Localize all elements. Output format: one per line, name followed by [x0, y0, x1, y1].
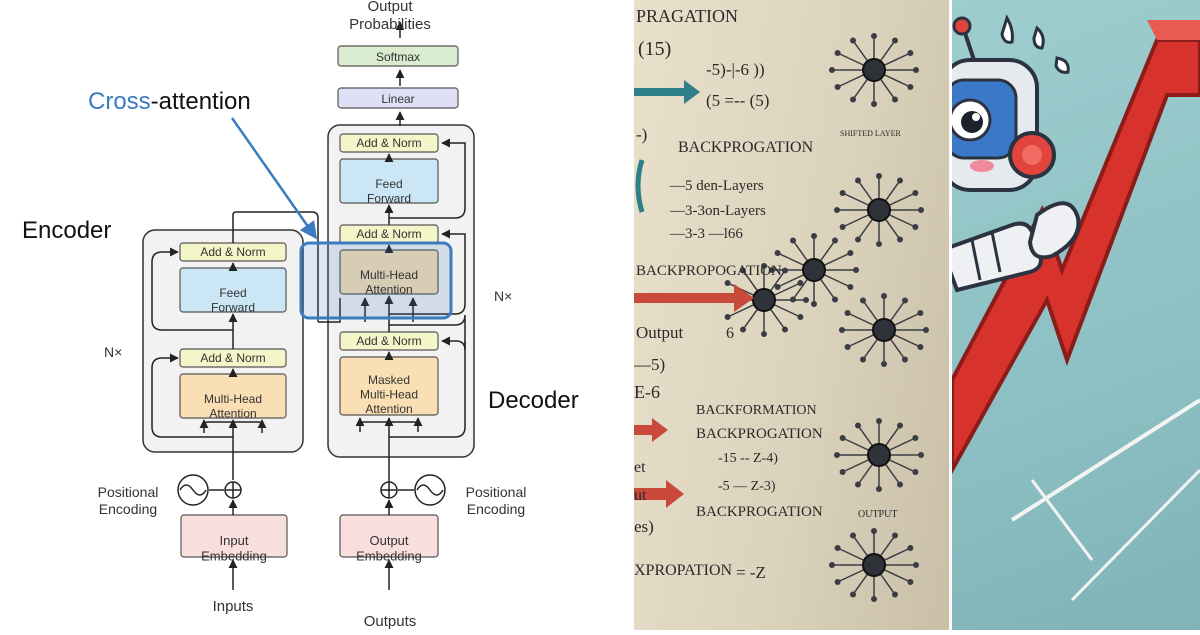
- softmax-box: [337, 45, 459, 67]
- dec-add-norm-mid-label: Add & Norm: [356, 227, 421, 241]
- cross-attention-label: Cross-attention: [88, 88, 251, 115]
- scribble-text: E-6: [634, 382, 660, 402]
- nx-left-label: N×: [104, 344, 122, 360]
- teal-bracket: [635, 159, 645, 213]
- scribble-text: (15): [638, 38, 671, 60]
- scribble-text: -): [636, 125, 647, 144]
- scribble-text: -5)-|-6 )): [706, 60, 765, 79]
- scribble-text: BACKPROGATION: [678, 139, 814, 156]
- cross-attention-highlight: [299, 241, 453, 320]
- red-arrow-2: [634, 418, 668, 442]
- neuron-icon: [829, 33, 919, 107]
- linear-label: Linear: [381, 92, 414, 106]
- inputs-label: Inputs: [213, 598, 254, 615]
- neuron-icon: [834, 418, 924, 492]
- neuron-icon: [839, 293, 929, 367]
- scribble-text: OUTPUT: [858, 509, 897, 520]
- cross-attention-pointer: [230, 117, 318, 240]
- scribble-text: = -Z: [736, 563, 766, 582]
- neuron-icon: [769, 233, 859, 307]
- linear-box: [337, 87, 459, 109]
- dec-add-norm-top: [339, 133, 439, 153]
- scribble-text: SHIFTED LAYER: [840, 129, 901, 138]
- scribble-text: BACKFORMATION: [696, 403, 817, 418]
- nx-right-label: N×: [494, 288, 512, 304]
- scribble-text: XPROPATION: [634, 562, 733, 579]
- robot-illustration: [952, 0, 1200, 630]
- scribble-text: BACKPROPOGATION: [636, 263, 782, 279]
- scribble-text: et: [634, 459, 646, 476]
- red-arrow-3: [634, 480, 684, 508]
- enc-add-norm-top-label: Add & Norm: [200, 245, 265, 259]
- scribble-text: BACKPROGATION: [696, 426, 823, 442]
- encoder-label: Encoder: [22, 217, 111, 244]
- robot: [952, 14, 1081, 293]
- softmax-label: Softmax: [376, 50, 420, 64]
- scribble-text: —5 den-Layers: [669, 178, 764, 194]
- enc-add-norm-bottom-label: Add & Norm: [200, 351, 265, 365]
- scribble-text: 6: [726, 325, 734, 342]
- scribble-text: -5 — Z-3): [718, 479, 776, 494]
- scribble-text: BACKPROGATION: [696, 504, 823, 520]
- dec-add-norm-bottom-label: Add & Norm: [356, 334, 421, 348]
- neuron-icon: [834, 173, 924, 247]
- scribble-text: —5): [634, 355, 665, 374]
- dec-add-norm-top-label: Add & Norm: [356, 136, 421, 150]
- panel-divider: [631, 0, 634, 630]
- scribble-text: es): [634, 517, 654, 536]
- decoder-label: Decoder: [488, 387, 579, 414]
- scribble-text: -15 -- Z-4): [718, 451, 778, 466]
- neuron-icon: [719, 263, 809, 337]
- scribble-text: —3-3 —l66: [669, 226, 743, 242]
- scribble-text: —3-3on-Layers: [669, 203, 766, 219]
- scribble-text: Output: [636, 323, 684, 342]
- red-arrow-1: [634, 284, 754, 312]
- scribble-text: ut: [634, 487, 647, 504]
- scribble-text: PRAGATION: [636, 6, 738, 26]
- scribble-text: (5 =-- (5): [706, 91, 769, 110]
- teal-arrow: [634, 80, 700, 104]
- outputs-label: Outputs(shifted right): [346, 613, 434, 630]
- input-embedding-box: [180, 514, 288, 558]
- neuron-icon: [829, 528, 919, 602]
- panel-divider-2: [949, 0, 952, 630]
- backprop-illustration: PRAGATION (15) -5)-|-6 )) (5 =-- (5) -) BACKP…: [634, 0, 949, 630]
